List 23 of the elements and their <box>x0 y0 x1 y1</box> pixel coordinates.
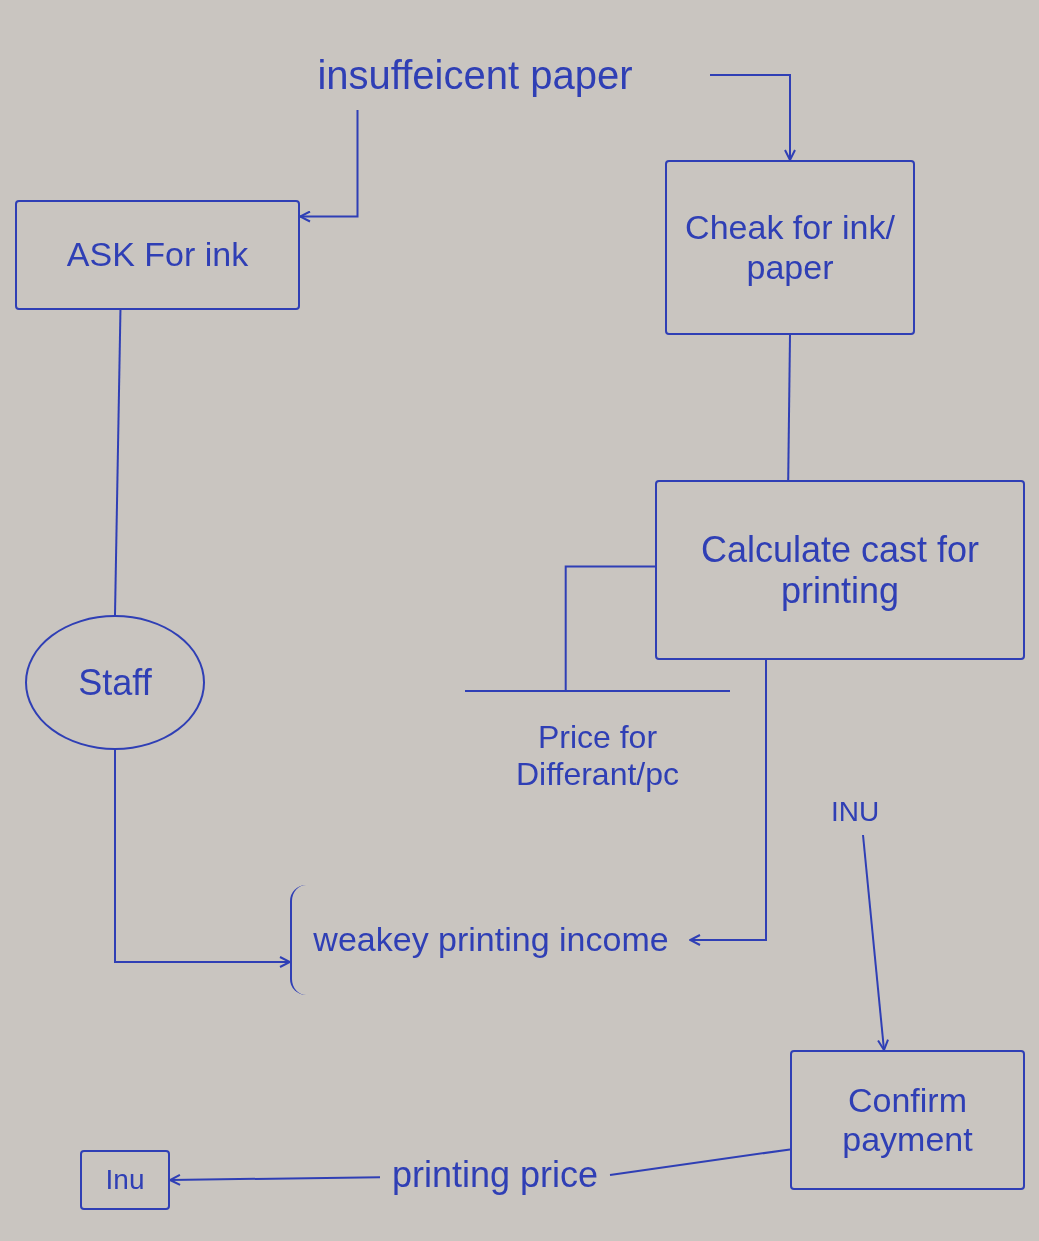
node-label: weakey printing income <box>313 920 669 960</box>
arrow <box>299 109 359 223</box>
node-label: Staff <box>78 661 152 704</box>
node-label: Price for Differant/pc <box>514 719 680 793</box>
arrow <box>689 659 767 946</box>
node-label: INU <box>830 796 880 829</box>
node-label: ASK For ink <box>66 235 249 275</box>
arrow <box>862 834 889 1051</box>
actor-ellipse <box>25 615 205 750</box>
arrow <box>169 1173 381 1186</box>
node-label: insuffeicent paper <box>317 52 633 98</box>
node-label: printing price <box>391 1154 599 1196</box>
node-label: Cheak for ink/ paper <box>684 208 896 287</box>
arrow <box>709 74 796 161</box>
process-box <box>80 1150 170 1210</box>
process-box <box>790 1050 1025 1190</box>
process-box <box>665 160 915 335</box>
process-box <box>15 200 300 310</box>
node-label: Calculate cast for printing <box>699 528 981 612</box>
node-label: Inu <box>105 1163 145 1197</box>
process-box <box>655 480 1025 660</box>
arrow <box>114 749 291 968</box>
node-label: Confirm payment <box>841 1080 974 1160</box>
